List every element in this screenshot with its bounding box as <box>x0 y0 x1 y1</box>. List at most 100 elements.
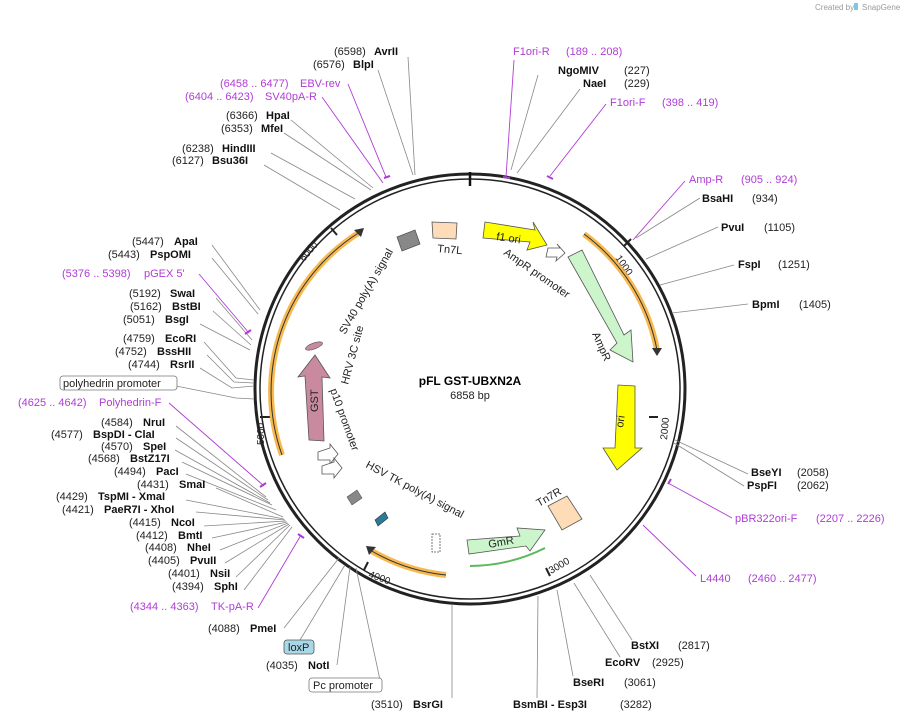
site-pos-pvui: (1105) <box>764 222 795 234</box>
primer-name-f1ori-f[interactable]: F1ori-F <box>610 97 646 109</box>
leader-bseri <box>556 589 574 677</box>
site-name-bpmi[interactable]: BpmI <box>752 299 780 311</box>
site-name-bstxi[interactable]: BstXI <box>631 640 659 652</box>
pc-promoter-box[interactable] <box>308 677 383 693</box>
feature-sv40-polya[interactable] <box>396 229 421 252</box>
site-pos-bsahi: (934) <box>752 193 778 205</box>
site-name-ngomiv[interactable]: NgoMIV <box>558 65 600 77</box>
feature-hrv-3c-site[interactable] <box>305 340 324 352</box>
site-name-fspi[interactable]: FspI <box>738 259 761 271</box>
site-name-naei[interactable]: NaeI <box>583 78 606 90</box>
orf-arrowhead-ampr <box>652 348 662 356</box>
leader-noti <box>336 566 351 666</box>
site-name-pspomi[interactable]: PspOMI <box>150 249 191 261</box>
feature-hsv-tk-polya[interactable] <box>431 533 441 553</box>
primer-name-ebv-rev[interactable]: EBV-rev <box>300 78 341 90</box>
primer-name-sv40pa-r[interactable]: SV40pA-R <box>265 91 317 103</box>
site-name-apai[interactable]: ApaI <box>174 236 198 248</box>
leader-bsu36i <box>263 164 341 211</box>
site-name-paci[interactable]: PacI <box>156 466 179 478</box>
site-name-nrui[interactable]: NruI <box>143 417 165 429</box>
feature-f1-ori[interactable] <box>482 221 548 251</box>
feature-tn7l[interactable] <box>431 221 458 240</box>
site-name-xmai[interactable]: TspMI - XmaI <box>98 491 165 503</box>
primer-name-tk-pa-r[interactable]: TK-pA-R <box>211 601 254 613</box>
site-name-blpi[interactable]: BlpI <box>353 59 374 71</box>
polyhedrin-promoter-label: polyhedrin promoter <box>63 378 161 390</box>
primer-name-amp-r[interactable]: Amp-R <box>689 174 723 186</box>
site-name-spei[interactable]: SpeI <box>143 441 166 453</box>
site-pos-rsrii: (4744) <box>128 359 160 371</box>
tick-mark-3000 <box>545 567 551 577</box>
site-name-ecorv[interactable]: EcoRV <box>605 657 641 669</box>
site-name-pspfi[interactable]: PspFI <box>747 480 777 492</box>
site-name-rsrii[interactable]: RsrII <box>170 359 194 371</box>
leader-bstz17i <box>181 461 273 506</box>
site-name-bstbi[interactable]: BstBI <box>172 301 201 313</box>
site-pos-bseri: (3061) <box>624 677 656 689</box>
site-pos-swai: (5192) <box>129 288 161 300</box>
primer-range-pbr322ori-f: (2207 .. 2226) <box>816 513 885 525</box>
primer-leader-polyhedrin-f <box>168 402 265 487</box>
primer-leader-l4440 <box>642 524 697 577</box>
leader-ncoi <box>203 520 287 527</box>
site-name-bseyi[interactable]: BseYI <box>751 467 782 479</box>
site-name-bsahi[interactable]: BsaHI <box>702 193 733 205</box>
primer-name-pgex5[interactable]: pGEX 5' <box>144 268 185 280</box>
primer-mark-ebv-rev <box>383 175 391 179</box>
site-name-sphi[interactable]: SphI <box>214 581 238 593</box>
feature-label-ori: ori <box>614 415 628 429</box>
site-name-pmei[interactable]: PmeI <box>250 623 276 635</box>
site-pos-bsrgi: (3510) <box>371 699 403 711</box>
feature-ampr[interactable] <box>567 249 634 363</box>
site-name-noti[interactable]: NotI <box>308 660 329 672</box>
site-name-bseri[interactable]: BseRI <box>573 677 604 689</box>
site-name-nhei[interactable]: NheI <box>187 542 211 554</box>
site-name-nsii[interactable]: NsiI <box>210 568 230 580</box>
feature-p10-promoter-b[interactable] <box>321 456 343 480</box>
feature-tn7r[interactable] <box>547 495 583 531</box>
site-name-bsu36i[interactable]: Bsu36I <box>212 155 248 167</box>
feature-gmr[interactable] <box>466 527 546 555</box>
primer-leader-pgex5 <box>198 273 250 334</box>
primer-mark-pbr322ori-f <box>667 478 672 485</box>
site-name-bsmbi[interactable]: BsmBI - Esp3I <box>513 699 587 711</box>
site-name-smai[interactable]: SmaI <box>179 479 205 491</box>
site-name-pvui[interactable]: PvuI <box>721 222 744 234</box>
site-name-bsgi[interactable]: BsgI <box>165 314 189 326</box>
site-name-ecori[interactable]: EcoRI <box>165 333 196 345</box>
primer-name-l4440[interactable]: L4440 <box>700 573 731 585</box>
primer-name-polyhedrin-f[interactable]: Polyhedrin-F <box>99 397 162 409</box>
left-labels: (6598) AvrII (6576) BlpI (6458 .. 6477) … <box>18 46 443 711</box>
site-name-swai[interactable]: SwaI <box>170 288 195 300</box>
polyhedrin-promoter-box[interactable] <box>59 375 178 391</box>
site-name-bsrgi[interactable]: BsrGI <box>413 699 443 711</box>
site-name-hpai[interactable]: HpaI <box>266 110 290 122</box>
site-name-xhoi[interactable]: PaeR7I - XhoI <box>104 504 174 516</box>
site-name-mfei[interactable]: MfeI <box>261 123 283 135</box>
site-name-pvuii[interactable]: PvuII <box>190 555 216 567</box>
site-pos-nhei: (4408) <box>145 542 177 554</box>
leader-pmei <box>283 557 340 629</box>
leader-spei <box>174 449 271 504</box>
primer-name-f1ori-r[interactable]: F1ori-R <box>513 46 550 58</box>
site-pos-blpi: (6576) <box>313 59 345 71</box>
site-name-clai[interactable]: BspDI - ClaI <box>93 429 155 441</box>
primer-name-pbr322ori-f[interactable]: pBR322ori-F <box>735 513 798 525</box>
site-pos-bsgi: (5051) <box>123 314 155 326</box>
site-name-bmti[interactable]: BmtI <box>178 530 202 542</box>
loxp-box[interactable] <box>283 639 315 655</box>
site-name-bstz17i[interactable]: BstZ17I <box>130 453 170 465</box>
orf-arc-bottom-line <box>369 549 447 576</box>
site-name-ncoi[interactable]: NcoI <box>171 517 195 529</box>
primer-leaders <box>168 59 733 609</box>
site-pos-ncoi: (4415) <box>129 517 161 529</box>
feature-ampr-promoter[interactable] <box>545 243 566 263</box>
feature-ori[interactable] <box>602 384 644 471</box>
site-name-avrii[interactable]: AvrII <box>374 46 398 58</box>
site-name-bsshii[interactable]: BssHII <box>157 346 191 358</box>
feature-small-marker[interactable] <box>374 511 389 527</box>
feature-gst[interactable] <box>297 354 331 442</box>
feature-grey-box[interactable] <box>346 489 363 506</box>
site-name-hindiii[interactable]: HindIII <box>222 143 256 155</box>
